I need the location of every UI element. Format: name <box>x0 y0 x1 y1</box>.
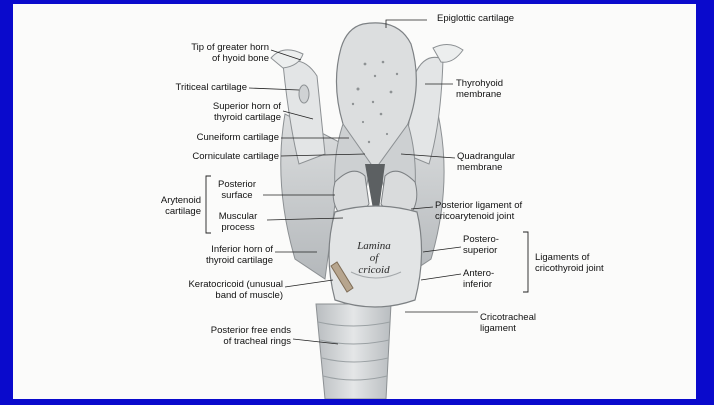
label-greater-horn-hyoid: Tip of greater horn of hyoid bone <box>143 42 269 64</box>
label-epiglottic-cartilage: Epiglottic cartilage <box>437 13 514 24</box>
label-antero-inferior: Antero- inferior <box>463 268 494 290</box>
label-thyrohyoid-membrane: Thyrohyoid membrane <box>456 78 503 100</box>
label-quadrangular-membrane: Quadrangular membrane <box>457 151 515 173</box>
label-inferior-horn: Inferior horn of thyroid cartilage <box>163 244 273 266</box>
label-superior-horn: Superior horn of thyroid cartilage <box>153 101 281 123</box>
larynx-posterior-view-figure: Epiglottic cartilage Tip of greater horn… <box>13 4 696 399</box>
handwritten-lamina-of-cricoid: Lamina of cricoid <box>339 240 409 276</box>
label-cricotracheal-ligament: Cricotracheal ligament <box>480 312 536 334</box>
label-triticeal-cartilage: Triticeal cartilage <box>133 82 247 93</box>
label-postero-superior: Postero- superior <box>463 234 499 256</box>
label-cuneiform-cartilage: Cuneiform cartilage <box>153 132 279 143</box>
triticeal-nodule <box>299 85 309 103</box>
label-posterior-tracheal-rings: Posterior free ends of tracheal rings <box>183 325 291 347</box>
trachea <box>316 304 391 399</box>
label-posterior-ligament-cricoarytenoid: Posterior ligament of cricoarytenoid joi… <box>435 200 522 222</box>
label-keratocricoid: Keratocricoid (unusual band of muscle) <box>163 279 283 301</box>
label-arytenoid-cartilage: Arytenoid cartilage <box>139 195 201 217</box>
larynx-illustration <box>13 4 696 399</box>
label-muscular-process: Muscular process <box>211 211 265 233</box>
label-posterior-surface: Posterior surface <box>211 179 263 201</box>
label-corniculate-cartilage: Corniculate cartilage <box>143 151 279 162</box>
label-ligaments-cricothyroid-joint: Ligaments of cricothyroid joint <box>535 252 604 274</box>
